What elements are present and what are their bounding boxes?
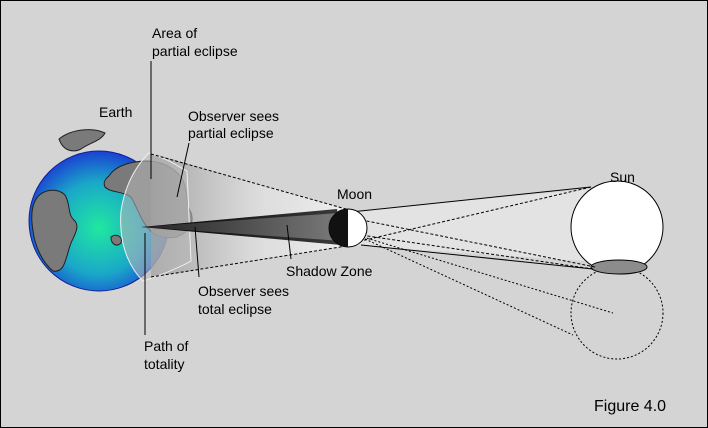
penumbra-cone bbox=[151, 153, 353, 277]
label-observer-total-2: total eclipse bbox=[198, 301, 272, 317]
continent-left bbox=[31, 189, 78, 272]
label-moon: Moon bbox=[337, 186, 372, 202]
label-observer-partial-1: Observer sees bbox=[188, 108, 279, 124]
penumbra-sun-cone bbox=[353, 187, 613, 263]
label-observer-partial-2: partial eclipse bbox=[188, 125, 274, 141]
sun-spot bbox=[590, 259, 648, 275]
figure-caption: Figure 4.0 bbox=[594, 398, 666, 415]
projection-lines bbox=[150, 153, 614, 336]
continent-small bbox=[110, 234, 122, 246]
label-earth: Earth bbox=[99, 104, 132, 120]
moon bbox=[328, 208, 368, 248]
label-area-partial-2: partial eclipse bbox=[152, 43, 238, 59]
label-sun: Sun bbox=[610, 169, 635, 185]
label-area-partial-1: Area of bbox=[152, 25, 197, 41]
label-path-1: Path of bbox=[144, 338, 188, 354]
shadow-zone-wedge bbox=[141, 213, 343, 241]
leader-lines bbox=[144, 61, 292, 335]
label-shadow-zone: Shadow Zone bbox=[286, 263, 373, 279]
label-path-2: totality bbox=[144, 356, 184, 372]
sun bbox=[570, 180, 664, 360]
sun-reflection bbox=[570, 266, 664, 360]
label-observer-total-1: Observer sees bbox=[198, 283, 289, 299]
continent-top bbox=[58, 129, 106, 152]
area-partial-eclipse bbox=[120, 152, 192, 282]
